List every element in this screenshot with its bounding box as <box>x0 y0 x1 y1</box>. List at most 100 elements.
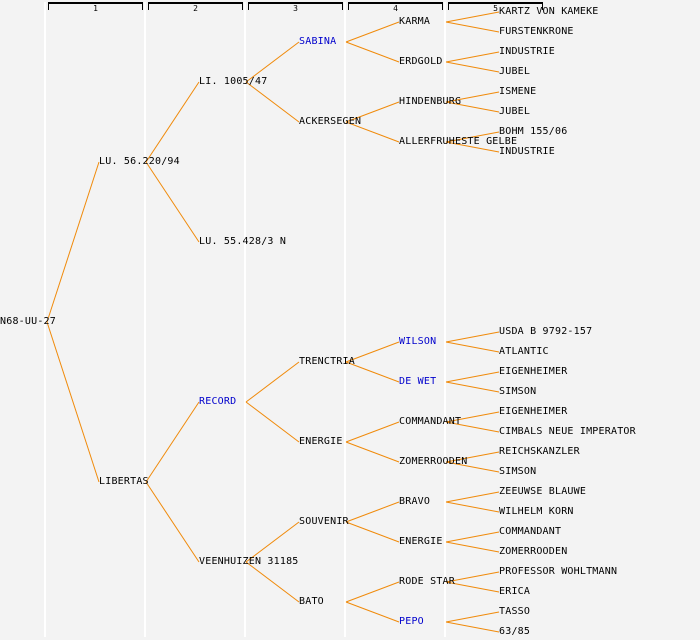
pedigree-node-gen4[interactable]: ENERGIE <box>399 536 443 547</box>
pedigree-node-gen3[interactable]: BATO <box>299 596 324 607</box>
pedigree-link <box>445 491 500 503</box>
pedigree-link <box>245 561 300 603</box>
pedigree-link <box>145 401 200 483</box>
pedigree-node-gen5[interactable]: USDA B 9792-157 <box>499 326 593 337</box>
pedigree-node-gen4[interactable]: PEPO <box>399 616 424 627</box>
pedigree-root[interactable]: N68-UU-27 <box>0 316 56 327</box>
column-separator <box>444 2 446 637</box>
generation-number: 4 <box>393 4 398 13</box>
pedigree-link <box>345 361 400 383</box>
pedigree-node-gen5[interactable]: TASSO <box>499 606 531 617</box>
pedigree-link <box>445 371 500 383</box>
pedigree-link <box>445 581 500 593</box>
pedigree-node-gen5[interactable]: ATLANTIC <box>499 346 549 357</box>
pedigree-node-gen5[interactable]: BOHM 155/06 <box>499 126 568 137</box>
generation-header-1: 1 <box>48 2 143 13</box>
pedigree-node-gen4[interactable]: ALLERFRUHESTE GELBE <box>399 136 518 147</box>
generation-number: 1 <box>93 4 98 13</box>
pedigree-node-gen5[interactable]: SIMSON <box>499 466 537 477</box>
pedigree-node-gen5[interactable]: WILHELM KORN <box>499 506 574 517</box>
column-separator <box>344 2 346 637</box>
generation-number: 3 <box>293 4 298 13</box>
pedigree-node-gen4[interactable]: DE WET <box>399 376 437 387</box>
pedigree-node-gen4[interactable]: COMMANDANT <box>399 416 462 427</box>
pedigree-link <box>345 41 400 63</box>
pedigree-node-gen2[interactable]: RECORD <box>199 396 237 407</box>
pedigree-link <box>245 401 300 443</box>
generation-number: 2 <box>193 4 198 13</box>
column-separator <box>144 2 146 637</box>
generation-header-2: 2 <box>148 2 243 13</box>
pedigree-node-gen5[interactable]: ZOMERROODEN <box>499 546 568 557</box>
generation-header-3: 3 <box>248 2 343 13</box>
pedigree-node-gen5[interactable]: ERICA <box>499 586 531 597</box>
pedigree-node-gen2[interactable]: LI. 1005/47 <box>199 76 268 87</box>
pedigree-link <box>445 131 500 143</box>
pedigree-node-gen5[interactable]: CIMBALS NEUE IMPERATOR <box>499 426 636 437</box>
pedigree-node-gen1[interactable]: LU. 56.220/94 <box>99 156 180 167</box>
pedigree-link <box>445 611 500 623</box>
pedigree-node-gen3[interactable]: SABINA <box>299 36 337 47</box>
pedigree-node-gen5[interactable]: COMMANDANT <box>499 526 562 537</box>
pedigree-node-gen4[interactable]: BRAVO <box>399 496 431 507</box>
pedigree-node-gen5[interactable]: ISMENE <box>499 86 537 97</box>
pedigree-node-gen4[interactable]: ERDGOLD <box>399 56 443 67</box>
pedigree-link <box>445 461 500 473</box>
pedigree-link <box>445 61 500 73</box>
pedigree-node-gen5[interactable]: JUBEL <box>499 106 531 117</box>
pedigree-link <box>345 121 400 143</box>
pedigree-link <box>345 341 400 363</box>
pedigree-node-gen5[interactable]: SIMSON <box>499 386 537 397</box>
pedigree-node-gen5[interactable]: JUBEL <box>499 66 531 77</box>
pedigree-link <box>445 51 500 63</box>
pedigree-node-gen3[interactable]: SOUVENIR <box>299 516 349 527</box>
pedigree-link <box>345 521 400 543</box>
pedigree-link <box>445 421 500 433</box>
pedigree-link <box>445 331 500 343</box>
pedigree-node-gen4[interactable]: HINDENBURG <box>399 96 462 107</box>
pedigree-link <box>145 161 200 243</box>
pedigree-node-gen5[interactable]: INDUSTRIE <box>499 146 555 157</box>
pedigree-node-gen3[interactable]: TRENCTRIA <box>299 356 355 367</box>
pedigree-link <box>145 81 200 163</box>
pedigree-link <box>245 81 300 123</box>
pedigree-link <box>445 91 500 103</box>
pedigree-link <box>445 381 500 393</box>
pedigree-node-gen2[interactable]: VEENHUIZEN 31185 <box>199 556 299 567</box>
pedigree-node-gen5[interactable]: EIGENHEIMER <box>499 406 568 417</box>
pedigree-link <box>445 531 500 543</box>
pedigree-node-gen5[interactable]: ZEEUWSE BLAUWE <box>499 486 587 497</box>
pedigree-node-gen5[interactable]: REICHSKANZLER <box>499 446 580 457</box>
pedigree-node-gen5[interactable]: INDUSTRIE <box>499 46 555 57</box>
pedigree-node-gen5[interactable]: KARTZ VON KAMEKE <box>499 6 599 17</box>
pedigree-link <box>46 321 100 483</box>
pedigree-link <box>245 361 300 403</box>
pedigree-node-gen3[interactable]: ENERGIE <box>299 436 343 447</box>
pedigree-node-gen5[interactable]: FURSTENKRONE <box>499 26 574 37</box>
column-separator <box>44 2 46 637</box>
generation-number: 5 <box>493 4 498 13</box>
pedigree-link <box>445 11 500 23</box>
pedigree-link <box>145 481 200 563</box>
pedigree-node-gen3[interactable]: ACKERSEGEN <box>299 116 362 127</box>
pedigree-node-gen4[interactable]: RODE STAR <box>399 576 455 587</box>
pedigree-node-gen2[interactable]: LU. 55.428/3 N <box>199 236 287 247</box>
pedigree-link <box>345 601 400 623</box>
pedigree-link <box>345 21 400 43</box>
pedigree-node-gen1[interactable]: LIBERTAS <box>99 476 149 487</box>
pedigree-link <box>445 141 500 153</box>
pedigree-node-gen5[interactable]: EIGENHEIMER <box>499 366 568 377</box>
pedigree-link <box>345 501 400 523</box>
pedigree-node-gen4[interactable]: ZOMERROODEN <box>399 456 468 467</box>
pedigree-node-gen5[interactable]: 63/85 <box>499 626 531 637</box>
pedigree-node-gen5[interactable]: PROFESSOR WOHLTMANN <box>499 566 618 577</box>
pedigree-link <box>445 411 500 423</box>
pedigree-link <box>445 451 500 463</box>
pedigree-node-gen4[interactable]: WILSON <box>399 336 437 347</box>
pedigree-link <box>345 441 400 463</box>
pedigree-link <box>445 101 500 113</box>
pedigree-link <box>46 161 100 323</box>
pedigree-node-gen4[interactable]: KARMA <box>399 16 431 27</box>
